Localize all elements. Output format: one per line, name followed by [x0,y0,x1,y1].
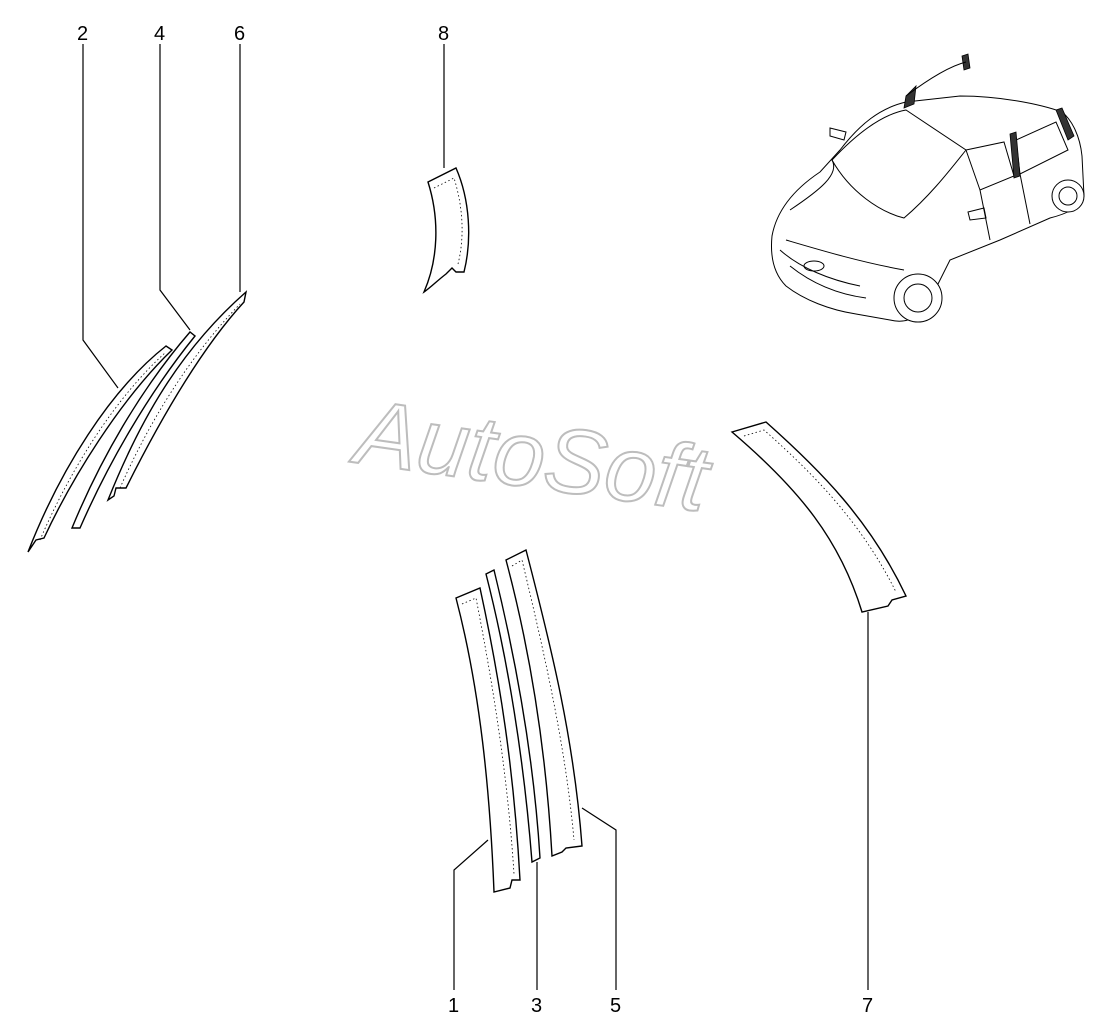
part-7[interactable] [730,421,907,613]
watermark-text: AutoSoft [346,380,718,531]
leader-lines [82,44,869,990]
part-5[interactable] [505,548,583,858]
watermark: AutoSoft [345,379,719,532]
car-illustration [771,53,1085,323]
callout-1: 1 [448,995,459,1017]
callout-7: 7 [862,995,873,1017]
callout-3: 3 [531,995,542,1017]
part-4[interactable] [70,331,196,529]
part-1[interactable] [455,587,521,893]
part-3[interactable] [485,568,541,864]
callout-labels: 2 4 6 8 1 3 5 7 [77,23,873,1017]
callout-6: 6 [234,23,245,45]
callout-2: 2 [77,23,88,45]
callout-5: 5 [610,995,621,1017]
callout-4: 4 [154,23,165,45]
callout-8: 8 [438,23,449,45]
part-2[interactable] [27,345,174,553]
part-6[interactable] [106,290,248,502]
part-8[interactable] [422,167,470,294]
